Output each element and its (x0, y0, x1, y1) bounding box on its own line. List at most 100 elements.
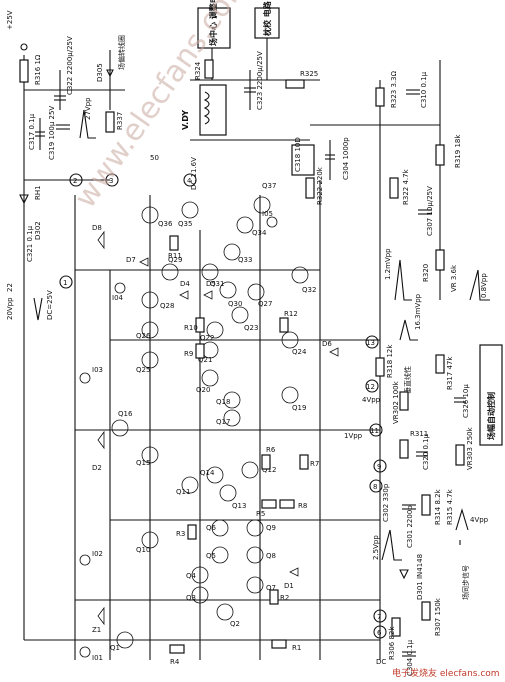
svg-text:Q33: Q33 (238, 256, 252, 264)
c323-label: C323 2200μ/25V (256, 51, 264, 110)
r316-label: R316 1Ω (34, 54, 42, 85)
svg-text:D8: D8 (92, 224, 102, 232)
wave2v-label: 2.5Vpp (372, 535, 380, 560)
svg-text:Q15: Q15 (136, 459, 150, 467)
q6-transistor (211, 519, 229, 537)
terminal-2 (69, 173, 83, 187)
svg-text:D1: D1 (284, 582, 294, 590)
c317-label: C317 0.1μ (28, 113, 36, 150)
svg-text:2: 2 (73, 177, 77, 185)
r324-label: R324 (194, 61, 202, 80)
svg-text:13: 13 (366, 339, 375, 347)
svg-text:Q12: Q12 (262, 466, 276, 474)
terminal-1 (59, 275, 73, 289)
svg-text:R5: R5 (256, 510, 265, 518)
d7-diode (139, 257, 149, 267)
vr303-resistor (455, 444, 465, 466)
q26-transistor (141, 321, 159, 339)
vdy-coil (199, 84, 227, 136)
i05-source (266, 216, 278, 228)
right-section: R323 3.3Ω C310 0.1μ R319 18k C318 10D C3… (291, 60, 503, 676)
vcc-label: +25V (6, 10, 14, 30)
wave08-sketch (469, 269, 490, 301)
r8-resistor (279, 499, 295, 509)
svg-text:Q9: Q9 (266, 524, 276, 532)
svg-text:8: 8 (373, 483, 377, 491)
svg-text:D6: D6 (322, 340, 332, 348)
q1-transistor (116, 631, 134, 649)
q10-transistor (141, 531, 159, 549)
c318-label: C318 10D (294, 137, 302, 172)
svg-text:Q16: Q16 (118, 410, 133, 418)
wave22-label: 22 (6, 283, 14, 292)
dc116-label: DC 11.6V (190, 157, 198, 190)
svg-text:Q1: Q1 (110, 644, 120, 652)
svg-text:Q22: Q22 (200, 334, 214, 342)
vcc-terminal (20, 43, 28, 51)
svg-text:12: 12 (366, 383, 375, 391)
svg-text:Q29: Q29 (168, 256, 182, 264)
watermark-corner: 电子发烧友 elecfans.com (392, 667, 500, 679)
d302-label: D302 (34, 221, 42, 240)
svg-text:4: 4 (187, 177, 192, 185)
rh1-diode (19, 194, 29, 205)
wave4b-sketch (455, 508, 469, 531)
q3-transistor (191, 586, 209, 604)
wave27-sketch (79, 109, 96, 139)
svg-text:Q25: Q25 (136, 366, 150, 374)
r337-label: R337 (116, 112, 124, 130)
r7-resistor (299, 454, 309, 470)
r323-resistor (375, 87, 385, 107)
vdy-label: V.DY (181, 110, 190, 130)
svg-text:9: 9 (377, 463, 381, 471)
vr302-resistor (399, 391, 409, 411)
r2-resistor (269, 589, 279, 605)
svg-text:Q5: Q5 (206, 552, 216, 560)
svg-text:Q14: Q14 (200, 469, 215, 477)
q12-transistor (241, 461, 259, 479)
q31-transistor (201, 263, 219, 281)
svg-text:Q11: Q11 (176, 488, 190, 496)
q9-transistor (246, 519, 264, 537)
q4-transistor (191, 566, 209, 584)
svg-text:Q8: Q8 (266, 552, 276, 560)
z1-diode (97, 606, 105, 626)
c319-label: C319 100μ 25V (48, 106, 56, 160)
svg-text:Q3: Q3 (186, 594, 196, 602)
q17-transistor (223, 409, 241, 427)
q16-transistor (111, 419, 129, 437)
transistor-group (111, 196, 309, 649)
svg-text:R10: R10 (184, 324, 198, 332)
d301-diode (399, 569, 409, 580)
q23-transistor (231, 306, 249, 324)
r306-resistor (391, 617, 401, 637)
q13-transistor (219, 484, 237, 502)
vr303-label: VR303 250k (466, 426, 474, 470)
svg-text:D2: D2 (92, 464, 102, 472)
q30-transistor (219, 281, 237, 299)
r12-resistor (279, 317, 289, 333)
transistor-array: 1 20Vpp DC=25V 22 (6, 180, 380, 666)
terminal-8 (369, 479, 383, 493)
svg-text:R4: R4 (170, 658, 180, 666)
d6-diode (329, 347, 339, 357)
r6-resistor (261, 454, 271, 470)
d4-diode (179, 290, 189, 300)
top-blocks: 场中心 调整电路 枕校 电路 R324 V.DY C323 2200μ/25V … (150, 0, 320, 190)
r318-resistor (375, 357, 385, 377)
svg-text:Q37: Q37 (262, 182, 276, 190)
sync-sig-label: 场同步信号 (461, 565, 470, 600)
wave12-label: 1.2mVpp (384, 248, 392, 280)
q19-transistor (281, 386, 299, 404)
q8-transistor (246, 546, 264, 564)
svg-text:Q7: Q7 (266, 584, 276, 592)
terminal-12 (365, 379, 379, 393)
d5-diode (203, 290, 213, 300)
r1-resistor (271, 639, 287, 649)
c304b-label: C304 0.1μ (406, 639, 414, 676)
q32-transistor (291, 266, 309, 284)
terminal-3 (105, 173, 119, 187)
svg-text:Q17: Q17 (216, 418, 230, 426)
